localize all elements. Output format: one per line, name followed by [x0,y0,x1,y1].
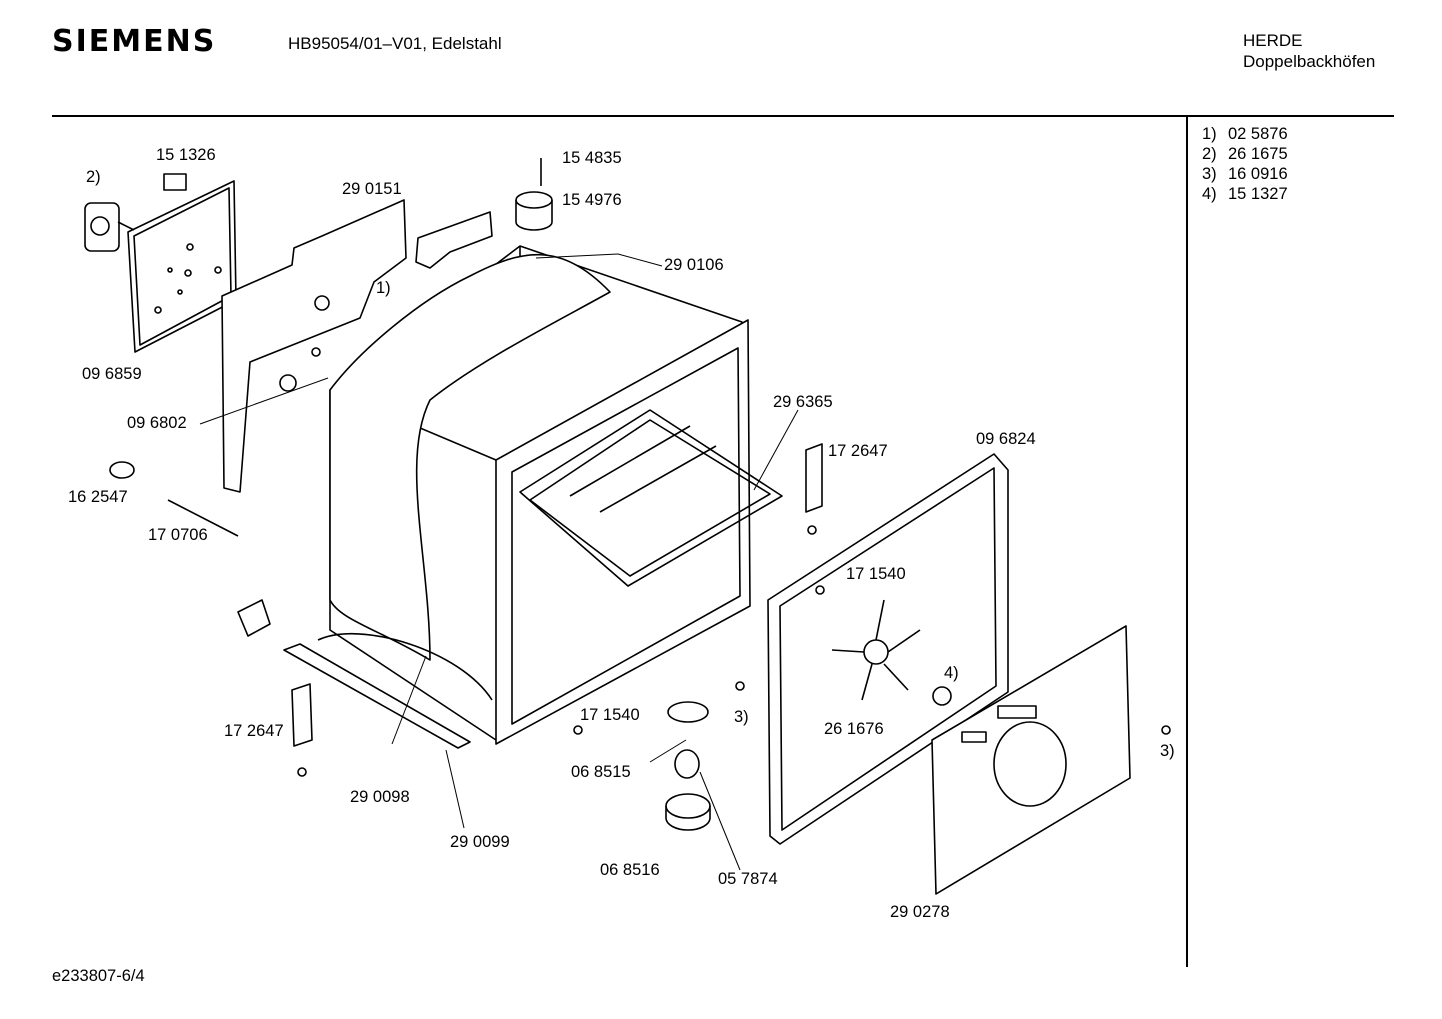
part-label: 06 8515 [571,763,631,781]
fan-cover [931,625,1131,895]
footnote-ref: 2) [86,168,101,186]
footnote-key: 1) [1202,125,1217,143]
footnote-part: 16 0916 [1228,165,1288,183]
insulation-wrap [329,253,611,661]
connector-part [163,173,187,191]
leader-lines [199,253,799,871]
screw-icon [297,767,307,777]
part-label: 17 1540 [580,706,640,724]
part-label: 29 0099 [450,833,510,851]
footnote-ref: 3) [1160,742,1175,760]
screw-icon [573,725,583,735]
clip-part [109,461,135,479]
bushing-part [515,191,553,209]
part-label: 17 2647 [828,442,888,460]
left-hinge-bracket [291,683,313,747]
part-label: 09 6824 [976,430,1036,448]
screw-icon [1161,725,1171,735]
lamp-assembly [665,701,711,831]
model-title: HB95054/01–V01, Edelstahl [288,34,502,53]
part-label: 16 2547 [68,488,128,506]
insulation-board [221,199,407,493]
footnote-part: 15 1327 [1228,185,1288,203]
shelf-rack [519,409,783,587]
footnote-list: 1) 02 5876 2) 26 1675 3) 16 0916 4) 15 1327 [1202,124,1288,204]
footnote-key: 3) [1202,165,1217,183]
footnote-ref: 4) [944,664,959,682]
category-line-2: Doppelbackhöfen [1243,52,1376,71]
rod-part [167,499,239,537]
footnote-ref: 1) [376,279,391,297]
footnote-item: 2) 26 1675 [1202,144,1288,164]
footnote-item: 4) 15 1327 [1202,184,1288,204]
footnote-key: 2) [1202,145,1217,163]
part-label: 09 6802 [127,414,187,432]
part-label: 15 4976 [562,191,622,209]
footnote-key: 4) [1202,185,1217,203]
switch-part [84,202,135,252]
part-label: 29 6365 [773,393,833,411]
part-label: 15 4835 [562,149,622,167]
part-label: 17 2647 [224,722,284,740]
side-divider [1186,117,1188,967]
part-label: 29 0151 [342,180,402,198]
part-label: 29 0278 [890,903,950,921]
hinge-part [237,599,271,637]
part-label: 17 0706 [148,526,208,544]
right-hinge-bracket [805,443,823,513]
brand-logo: SIEMENS [52,24,217,59]
footnote-item: 1) 02 5876 [1202,124,1288,144]
footnote-item: 3) 16 0916 [1202,164,1288,184]
part-label: 26 1676 [824,720,884,738]
rear-panel [127,180,237,353]
header-divider [52,115,1394,117]
part-label: 29 0106 [664,256,724,274]
part-label: 06 8516 [600,861,660,879]
part-label: 29 0098 [350,788,410,806]
footnote-part: 26 1675 [1228,145,1288,163]
category-line-1: HERDE [1243,31,1303,50]
fan-nut [932,686,952,706]
part-label: 15 1326 [156,146,216,164]
footnote-part: 02 5876 [1228,125,1288,143]
top-bracket [415,211,493,269]
screw-icon [735,681,745,691]
fan-wheel [831,599,921,701]
screw-icon [815,585,825,595]
footnote-ref: 3) [734,708,749,726]
part-label: 17 1540 [846,565,906,583]
screw-icon [807,525,817,535]
part-label: 05 7874 [718,870,778,888]
document-id: e233807-6/4 [52,967,145,985]
part-label: 09 6859 [82,365,142,383]
bottom-rail [283,643,471,749]
